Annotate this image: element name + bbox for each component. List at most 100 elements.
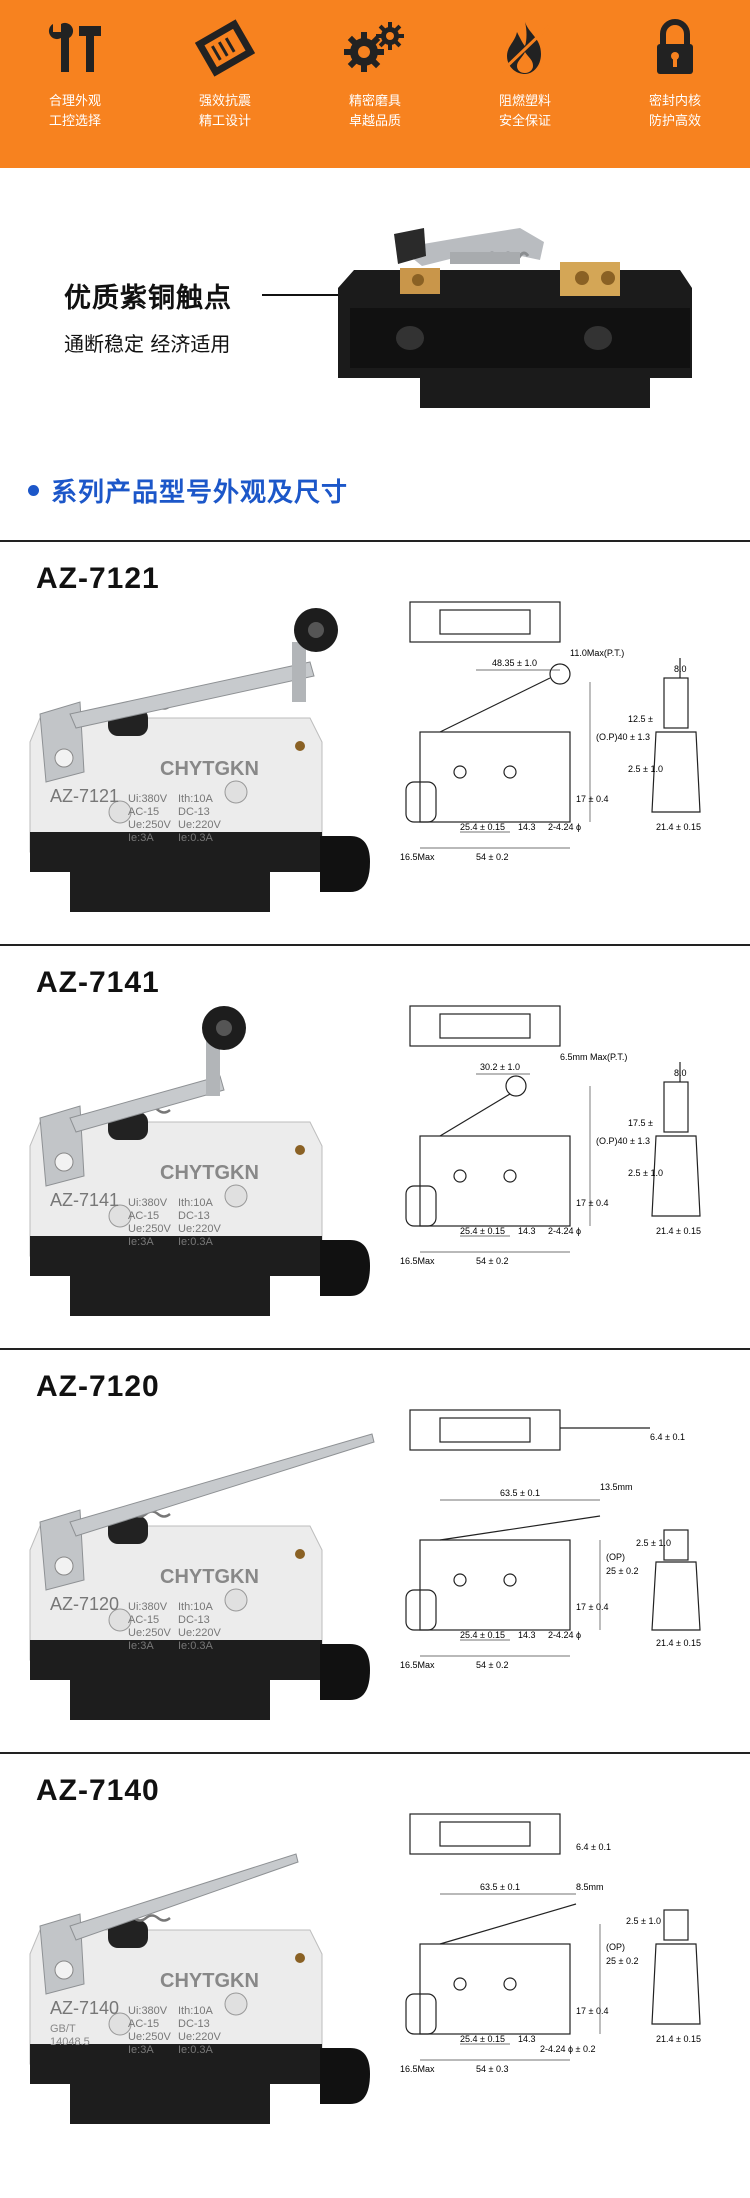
feature-line1: 合理外观 bbox=[48, 94, 101, 109]
dimension-label: 2.5 ± 1.0 bbox=[628, 1168, 663, 1178]
dimension-label: (O.P)40 ± 1.3 bbox=[596, 732, 650, 742]
spec-text: Ie:0.3A bbox=[178, 2044, 214, 2056]
product-photo: CHYTGKN AZ-7121 Ui:380V Ith:10A AC-15 DC… bbox=[28, 608, 372, 914]
spec-text: Ie:0.3A bbox=[178, 1236, 214, 1248]
dimension-label: 17 ± 0.4 bbox=[576, 1198, 608, 1208]
feature-item-flame-retardant: 阻燃塑料 安全保证 bbox=[450, 18, 600, 168]
spec-text: Ith:10A bbox=[178, 1197, 214, 1209]
spec-text: DC-13 bbox=[178, 1210, 210, 1222]
heading-bullet-icon bbox=[28, 485, 39, 496]
padlock-icon bbox=[657, 19, 693, 74]
dimension-drawing: 11.0Max(P.T.) 48.35 ± 1.0 8.0 12.5 ± (O.… bbox=[400, 601, 701, 862]
dimension-label: 21.4 ± 0.15 bbox=[656, 2034, 701, 2044]
dimension-label: (O.P)40 ± 1.3 bbox=[596, 1136, 650, 1146]
brand-label: CHYTGKN bbox=[160, 1162, 259, 1184]
divider bbox=[0, 944, 750, 946]
spec-text: Ie:0.3A bbox=[178, 832, 214, 844]
dimension-label: 14.3 bbox=[518, 1630, 536, 1640]
spec-text: Ue:220V bbox=[178, 1627, 221, 1639]
dimension-label: 21.4 ± 0.15 bbox=[656, 1226, 701, 1236]
dimension-drawing: 6.4 ± 0.1 63.5 ± 0.1 8.5mm (OP) 25 ± 0.2… bbox=[400, 1813, 701, 2074]
spec-text: Ie:0.3A bbox=[178, 1640, 214, 1652]
tools-icon bbox=[48, 22, 101, 72]
feature-item-shockproof: 强效抗震 精工设计 bbox=[150, 18, 300, 168]
dimension-label: 17 ± 0.4 bbox=[576, 1602, 608, 1612]
dimension-label: 17.5 ± bbox=[628, 1118, 653, 1128]
spec-text: AC-15 bbox=[128, 1614, 159, 1626]
contact-title: 优质紫铜触点 bbox=[64, 283, 232, 314]
photo-model-label: AZ-7121 bbox=[50, 786, 119, 806]
dimension-label: 2-4.24 ϕ bbox=[548, 1630, 581, 1640]
contact-highlight: 优质紫铜触点 通断稳定 经济适用 bbox=[0, 168, 750, 468]
feature-item-precision: 精密磨具 卓越品质 bbox=[300, 18, 450, 168]
feature-line2: 精工设计 bbox=[198, 114, 251, 129]
dimension-label: 54 ± 0.2 bbox=[476, 1256, 508, 1266]
spec-text: AC-15 bbox=[128, 1210, 159, 1222]
gears-icon bbox=[344, 22, 404, 72]
dimension-label: 12.5 ± bbox=[628, 714, 653, 724]
feature-line1: 阻燃塑料 bbox=[498, 94, 551, 109]
photo-model-label: AZ-7140 bbox=[50, 1998, 119, 2018]
brand-label: CHYTGKN bbox=[160, 758, 259, 780]
spec-text: Ue:220V bbox=[178, 2031, 221, 2043]
dimension-label: 25.4 ± 0.15 bbox=[460, 1226, 505, 1236]
dimension-label: 25.4 ± 0.15 bbox=[460, 2034, 505, 2044]
photo-model-label: AZ-7141 bbox=[50, 1190, 119, 1210]
spec-text: Ui:380V bbox=[128, 2005, 168, 2017]
spec-text: Ue:220V bbox=[178, 1223, 221, 1235]
divider bbox=[0, 540, 750, 542]
feature-line2: 工控选择 bbox=[48, 114, 101, 129]
dimension-label: 2.5 ± 1.0 bbox=[628, 764, 663, 774]
dimension-label: 54 ± 0.2 bbox=[476, 852, 508, 862]
dimension-label: (OP) bbox=[606, 1942, 625, 1952]
spec-text: DC-13 bbox=[178, 806, 210, 818]
dimension-label: 25.4 ± 0.15 bbox=[460, 822, 505, 832]
spec-text: AC-15 bbox=[128, 806, 159, 818]
spec-text: Ue:250V bbox=[128, 2031, 171, 2043]
callout-line bbox=[262, 294, 354, 296]
spec-text: Ue:220V bbox=[178, 819, 221, 831]
dimension-label: 63.5 ± 0.1 bbox=[500, 1488, 540, 1498]
dimension-label: 25 ± 0.2 bbox=[606, 1956, 638, 1966]
product-photo: CHYTGKN AZ-7120 Ui:380V Ith:10A AC-15 DC… bbox=[28, 1433, 375, 1722]
product-row: AZ-7140 CHYTGKN AZ-7140 GB/T 14048.5 Ui:… bbox=[0, 1754, 750, 2194]
dimension-label: 17 ± 0.4 bbox=[576, 794, 608, 804]
product-photo: CHYTGKN AZ-7140 GB/T 14048.5 Ui:380V Ith… bbox=[28, 1853, 372, 2126]
feature-line1: 强效抗震 bbox=[198, 94, 251, 109]
dimension-label: (OP) bbox=[606, 1552, 625, 1562]
feature-item-sealed-core: 密封内核 防护高效 bbox=[600, 18, 750, 168]
dimension-drawing: 6.5mm Max(P.T.) 30.2 ± 1.0 8.0 17.5 ± (O… bbox=[400, 1005, 701, 1266]
series-heading: 系列产品型号外观及尺寸 bbox=[28, 472, 348, 509]
dimension-label: 48.35 ± 1.0 bbox=[492, 658, 537, 668]
dimension-label: 54 ± 0.3 bbox=[476, 2064, 508, 2074]
series-heading-text: 系列产品型号外观及尺寸 bbox=[51, 478, 349, 508]
dimension-label: 8.0 bbox=[674, 1068, 687, 1078]
dimension-label: 6.4 ± 0.1 bbox=[650, 1432, 685, 1442]
product-row: AZ-7121 CHYTGKN AZ-7121 Ui:380V Ith:10A … bbox=[0, 542, 750, 942]
dimension-label: 16.5Max bbox=[400, 852, 435, 862]
dimension-label: 25.4 ± 0.15 bbox=[460, 1630, 505, 1640]
product-photo: CHYTGKN AZ-7141 Ui:380V Ith:10A AC-15 DC… bbox=[28, 1006, 372, 1318]
flame-icon bbox=[499, 22, 551, 74]
spec-text: Ui:380V bbox=[128, 1601, 168, 1613]
internal-switch-image bbox=[338, 228, 692, 408]
dimension-label: 6.5mm Max(P.T.) bbox=[560, 1052, 627, 1062]
spec-text: AC-15 bbox=[128, 2018, 159, 2030]
cert-label: GB/T bbox=[50, 2023, 76, 2035]
product-row: AZ-7120 CHYTGKN AZ-7120 Ui:380V Ith:10A … bbox=[0, 1350, 750, 1750]
dimension-label: 16.5Max bbox=[400, 2064, 435, 2074]
feature-line1: 精密磨具 bbox=[348, 94, 401, 109]
feature-line1: 密封内核 bbox=[648, 94, 701, 109]
dimension-label: 6.4 ± 0.1 bbox=[576, 1842, 611, 1852]
spec-text: Ith:10A bbox=[178, 2005, 214, 2017]
dimension-label: 21.4 ± 0.15 bbox=[656, 1638, 701, 1648]
divider bbox=[0, 1752, 750, 1754]
dimension-label: 14.3 bbox=[518, 1226, 536, 1236]
spec-text: Ie:3A bbox=[128, 1236, 154, 1248]
spec-text: Ie:3A bbox=[128, 1640, 154, 1652]
spec-text: DC-13 bbox=[178, 2018, 210, 2030]
standard-label: 14048.5 bbox=[50, 2036, 90, 2048]
spec-text: Ue:250V bbox=[128, 819, 171, 831]
dimension-label: 14.3 bbox=[518, 2034, 536, 2044]
photo-model-label: AZ-7120 bbox=[50, 1594, 119, 1614]
